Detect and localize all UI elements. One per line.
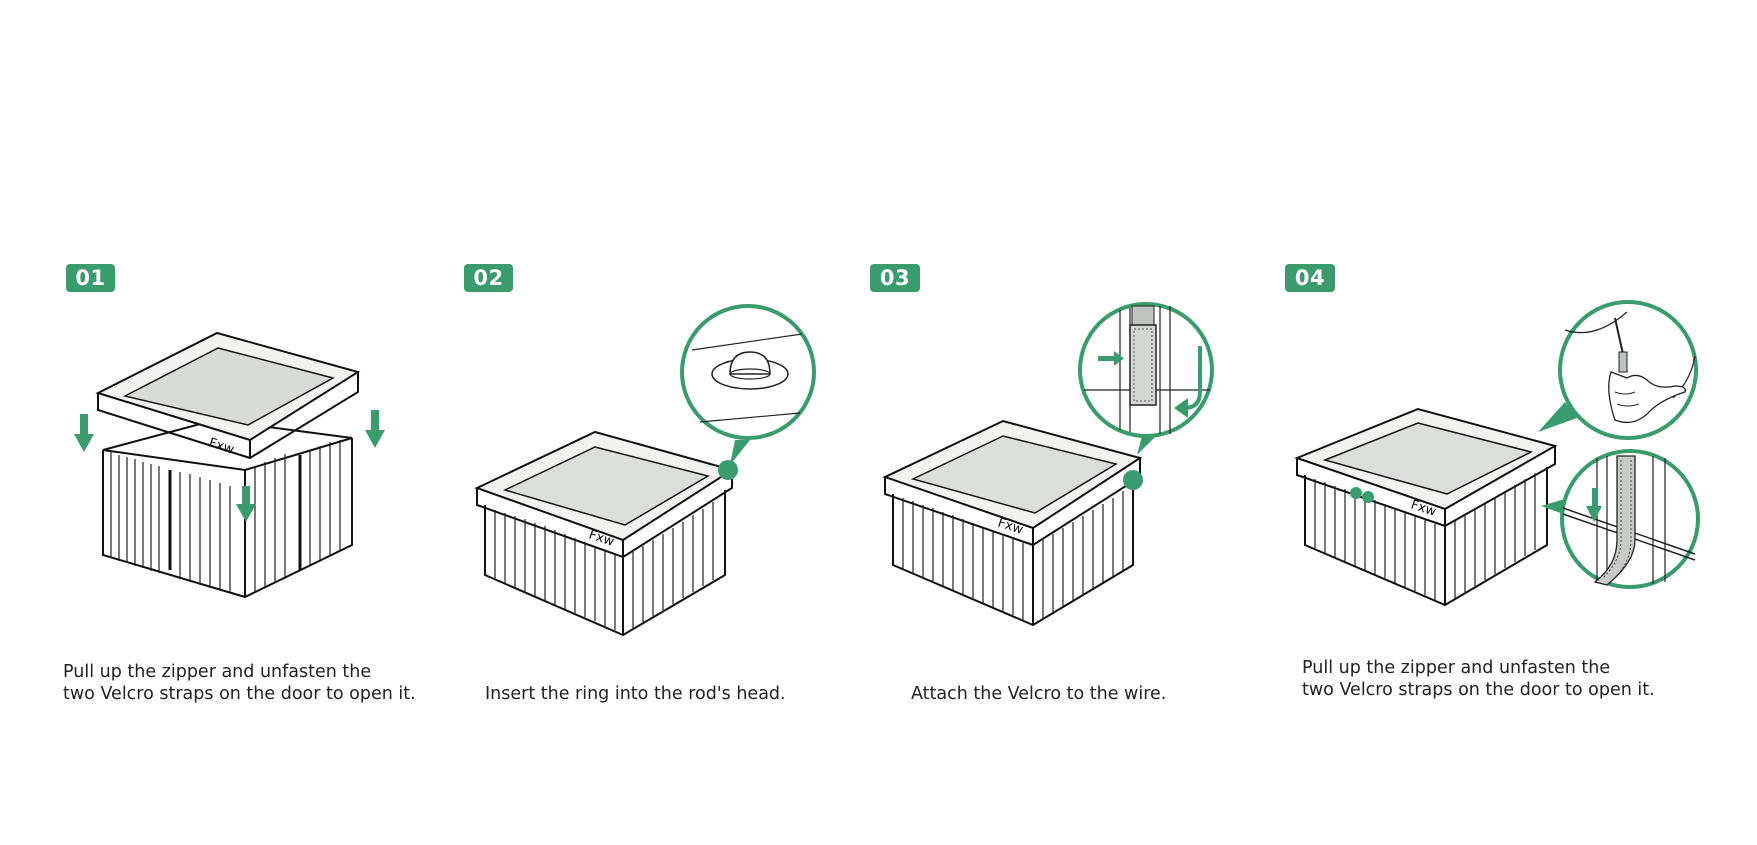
right-arrow-icon (1098, 351, 1124, 366)
step-number-badge: 04 (1285, 264, 1335, 292)
down-arrow-icon (74, 414, 94, 452)
detail-marker (718, 460, 738, 480)
down-arrow-icon (365, 410, 385, 448)
curved-arrow-head (1174, 398, 1188, 418)
detail-marker (1123, 470, 1143, 490)
cage (882, 419, 1143, 627)
step-1-illustration: Fxw (74, 331, 385, 599)
caption-line: Pull up the zipper and unfasten the (1302, 658, 1611, 678)
step-2-illustration: Fxw (474, 304, 816, 637)
step-1: 01 Fxw (0, 0, 430, 845)
magnifier-callout-icon (680, 304, 816, 465)
step-number-badge: 02 (464, 264, 513, 292)
step-4-illustration: Fxw (1294, 300, 1700, 607)
caption-line: two Velcro straps on the door to open it… (63, 684, 416, 704)
detail-marker (1350, 487, 1362, 499)
step-caption: Insert the ring into the rod's head. (485, 683, 786, 705)
caption-line: Pull up the zipper and unfasten the (63, 662, 372, 682)
cage-bars (902, 491, 1124, 620)
step-number-badge: 01 (66, 264, 115, 292)
magnifier-callout-icon (1541, 449, 1700, 589)
cage-bars (494, 502, 714, 630)
caption-line: Attach the Velcro to the wire. (911, 684, 1167, 704)
cage-bars (110, 440, 341, 592)
down-arrow-icon (236, 486, 256, 522)
cage-bars (1314, 473, 1536, 600)
detail-marker (1362, 491, 1374, 503)
magnifier-callout-icon (1078, 302, 1214, 455)
caption-line: Insert the ring into the rod's head. (485, 684, 786, 704)
caption-line: two Velcro straps on the door to open it… (1302, 680, 1655, 700)
step-4: 04 Fxw (1255, 0, 1757, 845)
cage (1294, 407, 1558, 607)
step-number-badge: 03 (870, 264, 920, 292)
step-caption: Pull up the zipper and unfasten the two … (63, 661, 416, 705)
cage (102, 418, 353, 599)
step-2: 02 Fxw (430, 0, 840, 845)
step-caption: Pull up the zipper and unfasten the two … (1302, 657, 1655, 701)
down-arrow-icon (1586, 488, 1602, 522)
step-3-illustration: Fxw (882, 302, 1214, 627)
step-caption: Attach the Velcro to the wire. (911, 683, 1166, 705)
cage (474, 430, 735, 637)
magnifier-callout-icon (1538, 300, 1698, 440)
step-3: 03 Fxw (840, 0, 1255, 845)
top-cover (95, 331, 361, 460)
